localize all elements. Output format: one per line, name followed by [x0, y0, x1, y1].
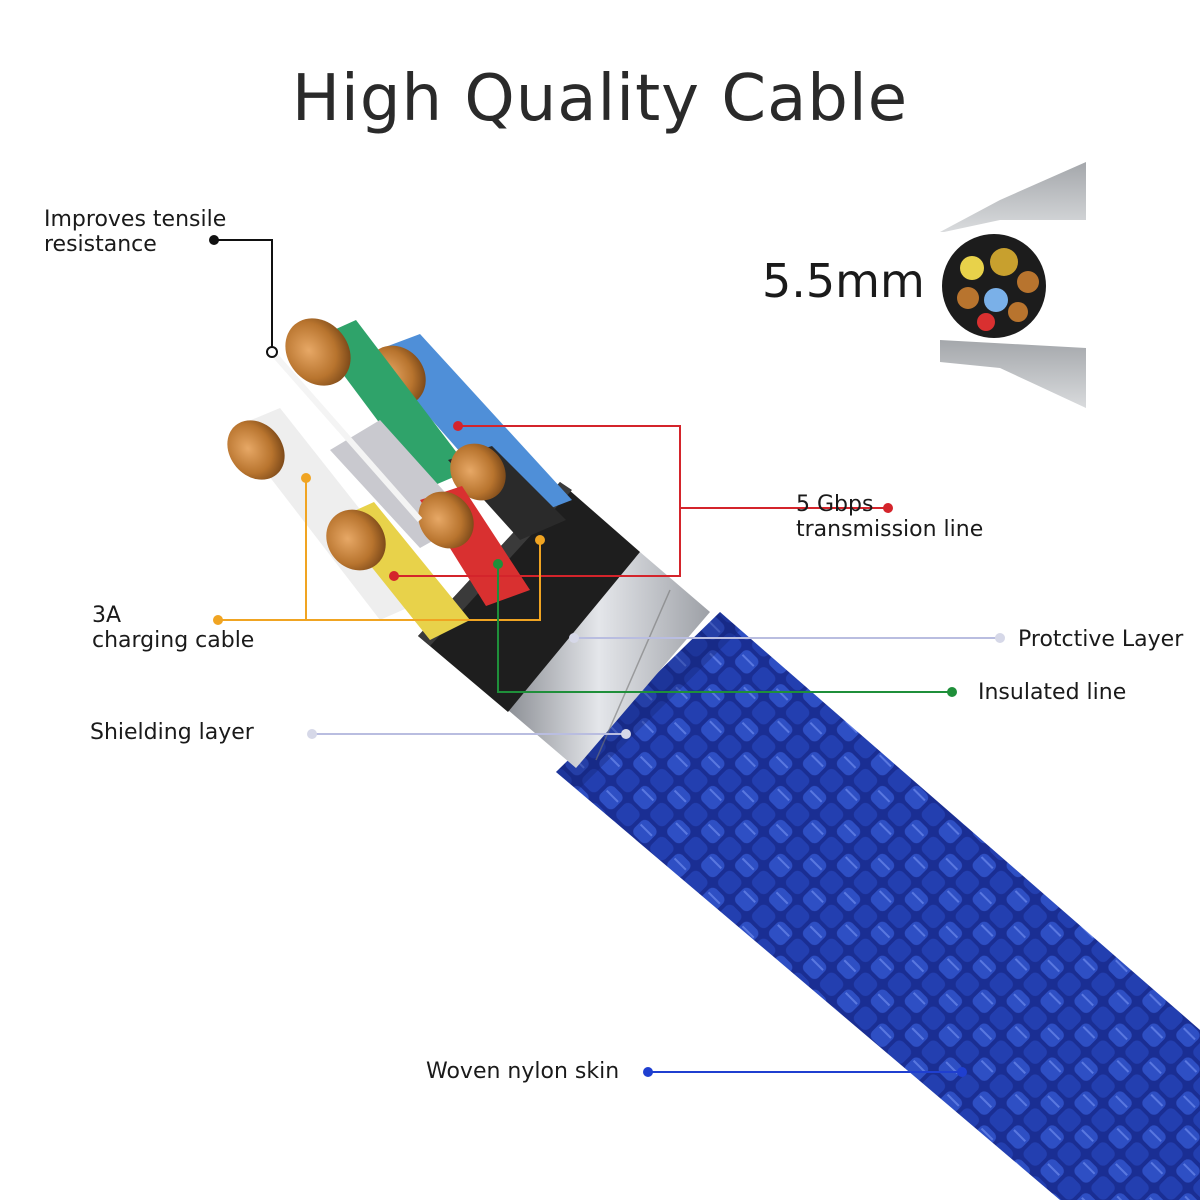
tensile-marker	[209, 235, 219, 245]
tensile-label: Improves tensile resistance	[44, 207, 227, 257]
protective-layer-ring	[508, 552, 710, 768]
diameter-label: 5.5mm	[762, 254, 925, 308]
charging-marker	[213, 615, 223, 625]
shielding-label: Shielding layer	[90, 720, 254, 745]
insulated-marker	[947, 687, 957, 697]
leader-lines	[209, 235, 1005, 1077]
charging-label: 3A charging cable	[92, 603, 255, 653]
transmission-marker	[883, 503, 893, 513]
transmission-label: 5 Gbps transmission line	[796, 492, 984, 542]
protective-label: Protctive Layer	[1018, 627, 1184, 652]
insulated-label: Insulated line	[978, 680, 1127, 705]
page-title: High Quality Cable	[291, 62, 909, 136]
protective-marker	[995, 633, 1005, 643]
caliper-diagram	[940, 162, 1086, 408]
nylon-marker	[643, 1067, 653, 1077]
shielding-marker	[307, 729, 317, 739]
nylon-label: Woven nylon skin	[426, 1059, 620, 1084]
